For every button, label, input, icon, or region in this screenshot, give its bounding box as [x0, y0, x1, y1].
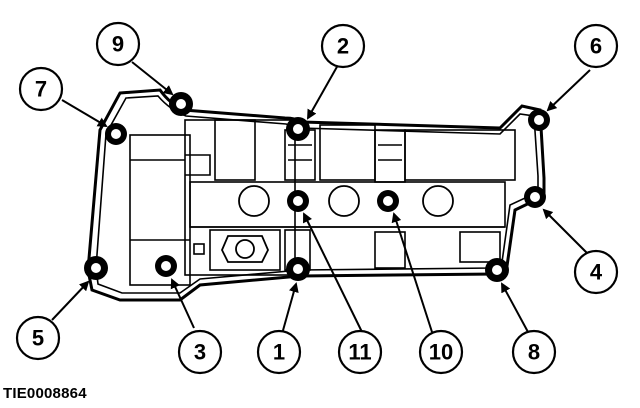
- bolt-3: [155, 255, 177, 277]
- bolt-6: [528, 109, 550, 131]
- gasket-inner-outline: [95, 95, 539, 294]
- oil-filler-cap: [221, 235, 269, 263]
- callout-label: 10: [429, 340, 453, 365]
- leader-2: [307, 64, 339, 120]
- bolt-11: [287, 190, 309, 212]
- callout-11: 11: [337, 329, 383, 375]
- callout-label: 6: [590, 34, 602, 59]
- leader-arrows: [51, 61, 591, 335]
- leader-4: [542, 208, 589, 255]
- bolts: [84, 92, 550, 282]
- callout-10: 10: [418, 329, 464, 375]
- callout-5: 5: [15, 315, 61, 361]
- cover-body: [129, 119, 516, 286]
- callout-label: 8: [528, 340, 540, 365]
- bolt-2: [286, 117, 310, 141]
- leader-6: [546, 69, 591, 112]
- spark-plug-holes: [238, 185, 454, 217]
- callout-label: 7: [35, 77, 47, 102]
- bolt-7: [105, 123, 127, 145]
- callout-3: 3: [177, 329, 223, 375]
- callout-label: 2: [337, 34, 349, 59]
- leader-9: [131, 61, 174, 96]
- callout-2: 2: [320, 23, 366, 69]
- bolt-10: [377, 190, 399, 212]
- leader-5: [51, 280, 90, 321]
- callout-label: 9: [112, 32, 124, 57]
- callout-6: 6: [573, 23, 619, 69]
- callout-4: 4: [573, 249, 619, 295]
- callout-1: 1: [256, 329, 302, 375]
- callout-label: 4: [590, 260, 603, 285]
- leader-10: [391, 212, 433, 333]
- leader-1: [281, 282, 299, 335]
- callout-label: 11: [348, 340, 371, 365]
- bolt-9: [169, 92, 193, 116]
- callout-8: 8: [511, 329, 557, 375]
- leader-7: [61, 99, 108, 128]
- callouts: 1 2 3 4 5 6 7 8 9 10 11: [15, 21, 619, 375]
- leader-8: [501, 282, 529, 333]
- bolt-4: [524, 186, 546, 208]
- callout-label: 3: [194, 340, 206, 365]
- callout-7: 7: [18, 66, 64, 112]
- small-square-boss: [193, 243, 205, 255]
- bolt-1: [286, 257, 310, 281]
- bolt-8: [485, 258, 509, 282]
- leader-11: [303, 212, 363, 333]
- bolt-5: [84, 256, 108, 280]
- leader-3: [170, 278, 195, 329]
- figure-id: TIE0008864: [3, 385, 87, 402]
- callout-label: 1: [273, 340, 285, 365]
- callout-9: 9: [95, 21, 141, 67]
- callout-label: 5: [32, 326, 44, 351]
